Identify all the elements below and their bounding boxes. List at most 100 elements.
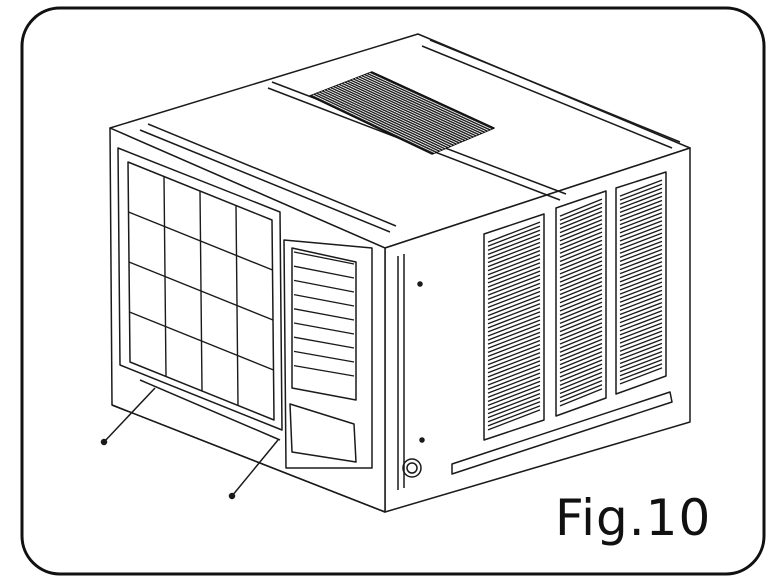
side-vent-slat bbox=[487, 323, 541, 345]
air-conditioner-unit bbox=[100, 33, 691, 513]
side-vent-slat bbox=[559, 388, 603, 407]
front-bottom-edge bbox=[111, 404, 386, 513]
side-vent-slat bbox=[559, 223, 603, 242]
side-vent-slat bbox=[487, 233, 541, 255]
side-vent-slat bbox=[559, 227, 603, 246]
side-vent-slat bbox=[619, 220, 663, 238]
side-vent-slat bbox=[559, 219, 603, 238]
side-vent-slat bbox=[487, 250, 541, 272]
side-vent-slat bbox=[487, 311, 541, 333]
side-vent-slat bbox=[487, 254, 541, 276]
top-ridge-right bbox=[429, 39, 681, 143]
filter-grid-horizontal bbox=[128, 261, 274, 321]
side-vent-slat bbox=[619, 314, 663, 332]
side-vent-slat bbox=[559, 326, 603, 345]
side-vent-slat bbox=[487, 294, 541, 317]
front-filter-frame bbox=[117, 147, 283, 431]
louver-slat bbox=[293, 279, 355, 293]
side-vent-slat bbox=[487, 262, 541, 284]
top-grille-slat bbox=[321, 91, 444, 150]
side-vent-slat bbox=[487, 245, 541, 268]
side-vent-slat bbox=[487, 290, 541, 313]
screw-leader-left bbox=[103, 387, 156, 443]
side-vent-slat bbox=[559, 260, 603, 279]
side-vent-slat bbox=[487, 368, 541, 390]
side-vent-slat bbox=[487, 331, 541, 353]
top-grille-slat bbox=[340, 83, 464, 142]
side-vent-slat bbox=[619, 199, 663, 218]
side-vent-slat bbox=[487, 327, 541, 349]
side-vent-slat bbox=[559, 210, 603, 230]
side-vent-slat bbox=[559, 276, 603, 296]
side-vent-slat bbox=[559, 322, 603, 341]
side-vent-slat bbox=[487, 380, 541, 402]
side-screw-hole-bottom bbox=[419, 437, 425, 443]
side-vent-slat bbox=[487, 376, 541, 398]
side-vent-slat bbox=[619, 338, 663, 356]
side-vent-slat bbox=[619, 257, 663, 275]
side-vent-slat bbox=[487, 356, 541, 378]
top-grille-slat bbox=[369, 72, 492, 130]
side-vent-slat bbox=[559, 347, 603, 366]
side-vent-slat bbox=[619, 346, 663, 365]
side-vent-slat bbox=[487, 303, 541, 325]
top-grille-slat bbox=[338, 84, 461, 143]
side-vent-slat bbox=[559, 334, 603, 353]
louver-vent-frame bbox=[291, 247, 357, 401]
side-vent-slat bbox=[559, 264, 603, 283]
side-vent-slat bbox=[619, 248, 663, 267]
louver-slat bbox=[293, 336, 355, 349]
side-vent-slat bbox=[487, 282, 541, 304]
top-grille-slat bbox=[357, 77, 481, 135]
side-vent-slat bbox=[559, 239, 603, 258]
side-vent-slat bbox=[559, 215, 603, 234]
side-vent-slat bbox=[487, 225, 541, 247]
side-vent-slat bbox=[487, 405, 541, 427]
side-vent-slat bbox=[619, 355, 663, 373]
louver-slat bbox=[293, 308, 355, 321]
side-vent-slat bbox=[559, 252, 603, 271]
side-vent-slat bbox=[619, 330, 663, 348]
side-vent-slat bbox=[559, 272, 603, 291]
side-vent-slat bbox=[619, 244, 663, 263]
side-vent-slat bbox=[559, 359, 603, 378]
side-vent-slat bbox=[559, 248, 603, 267]
side-vent-slat bbox=[619, 224, 663, 242]
side-vent-slat bbox=[487, 339, 541, 362]
top-ridge-right-2 bbox=[421, 45, 673, 149]
side-vent-slat bbox=[487, 343, 541, 366]
screw-right bbox=[228, 492, 236, 500]
side-vent-slat bbox=[559, 309, 603, 329]
top-grille-slat bbox=[349, 80, 472, 138]
side-vent-slat bbox=[487, 364, 541, 386]
side-vent-slat bbox=[487, 384, 541, 407]
side-vent-slat bbox=[619, 285, 663, 303]
side-vent-slat bbox=[559, 363, 603, 382]
side-vent-slat bbox=[619, 297, 663, 316]
side-vent-slat bbox=[487, 258, 541, 280]
side-vent-slat bbox=[619, 203, 663, 222]
side-vent-slat bbox=[559, 243, 603, 263]
side-vent-slat bbox=[487, 278, 541, 300]
side-vent-slat bbox=[487, 229, 541, 251]
top-grille-slat bbox=[354, 78, 478, 136]
louver-slat bbox=[293, 265, 355, 279]
side-vent-slat bbox=[487, 266, 541, 288]
top-grille-slat bbox=[335, 85, 458, 144]
top-grille-slat bbox=[315, 93, 438, 152]
side-vent-slat bbox=[619, 293, 663, 312]
side-vent-slat bbox=[559, 342, 603, 362]
side-vent-slat bbox=[559, 318, 603, 337]
filter-grid-horizontal bbox=[129, 311, 274, 371]
side-vent-slat bbox=[559, 367, 603, 386]
side-vent-slat bbox=[619, 277, 663, 295]
side-vent-slat bbox=[487, 335, 541, 358]
side-screw-hole-top bbox=[417, 281, 423, 287]
louver-slat bbox=[293, 364, 355, 377]
side-vent-slat bbox=[559, 351, 603, 370]
side-vent-slat bbox=[619, 252, 663, 271]
side-vent-slat bbox=[559, 305, 603, 324]
side-vent-slat bbox=[487, 315, 541, 337]
side-vent-slat bbox=[619, 216, 663, 234]
side-vent-slat bbox=[559, 206, 603, 225]
